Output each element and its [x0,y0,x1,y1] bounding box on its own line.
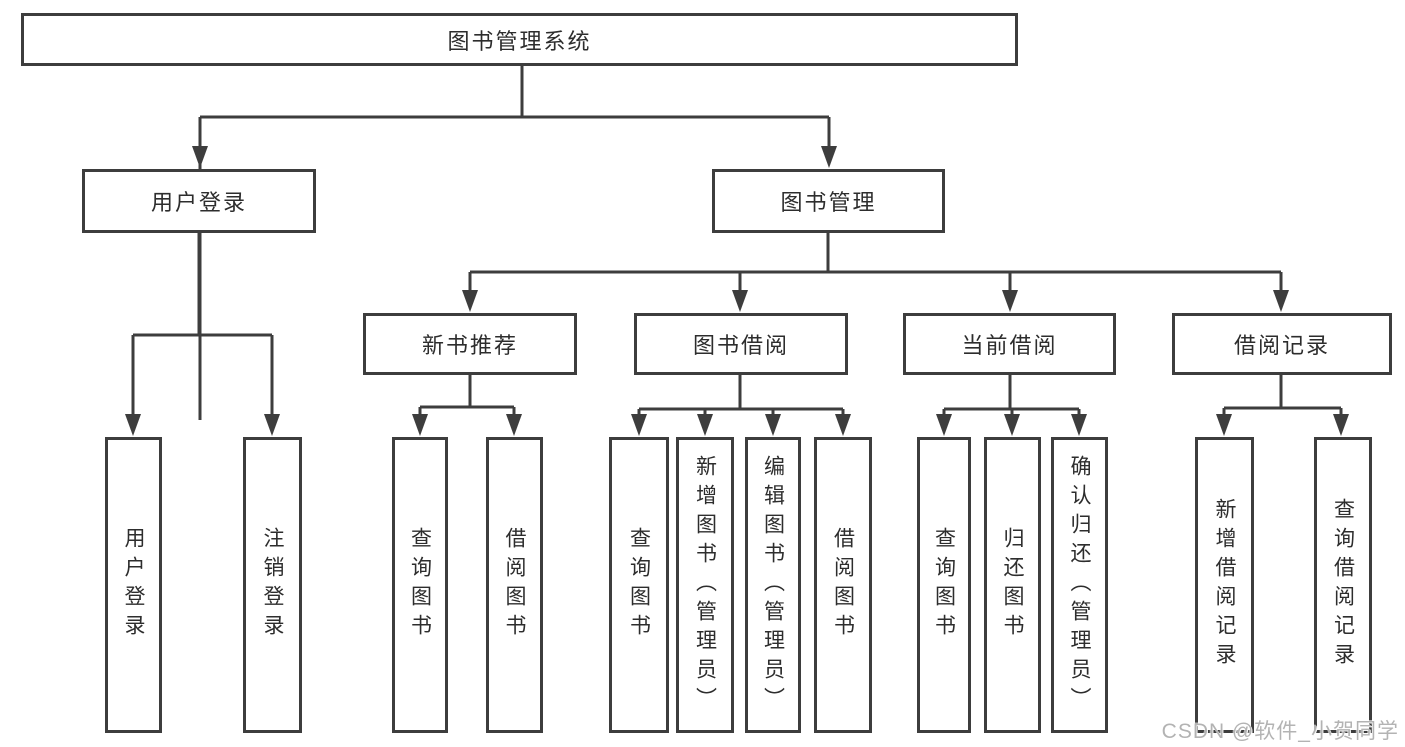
node-borrow-records-label: 借阅记录 [1233,333,1330,358]
node-new-book-recommend: 新书推荐 [363,313,577,375]
leaf-borrow-query-books: 查询图书 [609,437,669,733]
arrowheads [125,146,1349,436]
leaf-current-confirm-return-admin-label: 确认归还（管理员） [1068,454,1092,716]
leaf-newbook-borrow-books-label: 借阅图书 [503,527,527,643]
leaf-borrow-add-books-admin-label: 新增图书（管理员） [693,454,717,716]
leaf-records-add-record: 新增借阅记录 [1195,437,1254,733]
leaf-records-add-record-label: 新增借阅记录 [1213,498,1237,672]
node-borrow-records: 借阅记录 [1172,313,1392,375]
node-current-borrow: 当前借阅 [903,313,1116,375]
leaf-borrow-add-books-admin: 新增图书（管理员） [676,437,734,733]
node-book-management: 图书管理 [712,169,945,233]
leaf-newbook-query-books-label: 查询图书 [408,527,432,643]
leaf-current-query-books: 查询图书 [917,437,971,733]
node-user-login-label: 用户登录 [150,190,247,215]
leaf-borrow-edit-books-admin: 编辑图书（管理员） [745,437,801,733]
node-book-borrow: 图书借阅 [634,313,848,375]
leaf-logout-label: 注销登录 [261,527,285,643]
leaf-borrow-edit-books-admin-label: 编辑图书（管理员） [761,454,785,716]
leaf-current-confirm-return-admin: 确认归还（管理员） [1051,437,1108,733]
node-root-label: 图书管理系统 [447,28,592,54]
leaf-borrow-query-books-label: 查询图书 [627,527,651,643]
leaf-newbook-query-books: 查询图书 [392,437,448,733]
leaf-user-login: 用户登录 [105,437,162,733]
node-user-login: 用户登录 [82,169,316,233]
leaf-borrow-borrow-books-label: 借阅图书 [831,527,855,643]
node-book-borrow-label: 图书借阅 [692,333,789,358]
node-current-borrow-label: 当前借阅 [961,333,1058,358]
leaf-logout: 注销登录 [243,437,302,733]
leaf-current-return-books: 归还图书 [984,437,1041,733]
leaf-newbook-borrow-books: 借阅图书 [486,437,543,733]
node-book-management-label: 图书管理 [780,190,877,215]
leaf-current-return-books-label: 归还图书 [1001,527,1025,643]
leaf-user-login-label: 用户登录 [122,527,146,643]
leaf-current-query-books-label: 查询图书 [932,527,956,643]
node-root: 图书管理系统 [21,13,1018,66]
leaf-borrow-borrow-books: 借阅图书 [814,437,872,733]
watermark: CSDN @软件_小贺同学 [1161,720,1399,743]
node-new-book-recommend-label: 新书推荐 [421,333,518,358]
leaf-records-query-record-label: 查询借阅记录 [1331,498,1355,672]
leaf-records-query-record: 查询借阅记录 [1314,437,1372,733]
